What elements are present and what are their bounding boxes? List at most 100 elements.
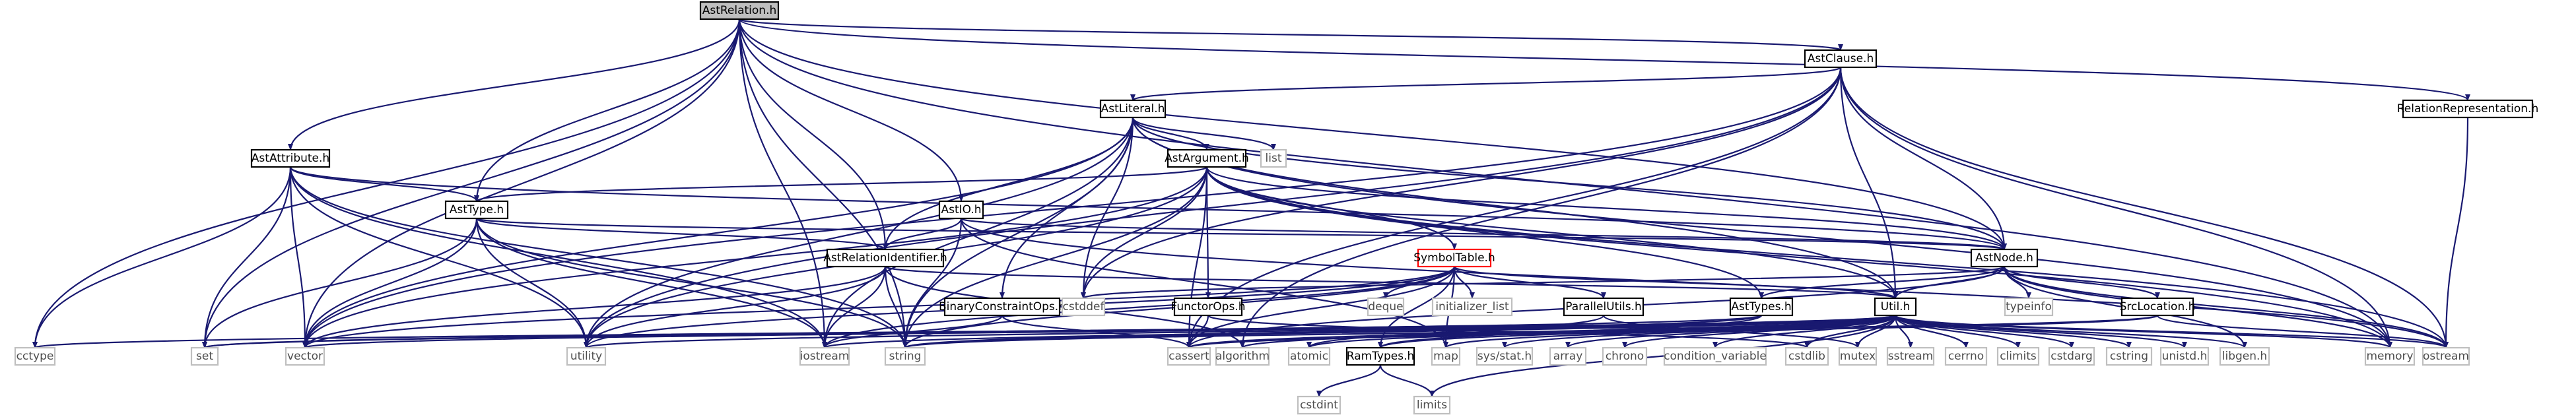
edge-util-h-to-chrono [1622, 314, 1897, 349]
node-box-util-h [1874, 297, 1917, 317]
node-label-libgen-h: libgen.h [2222, 350, 2267, 363]
node-parallelutils-h[interactable]: ParallelUtils.h [1563, 297, 1644, 317]
edge-astliteral-h-to-astargument-h [1132, 117, 1209, 150]
node-srclocation-h[interactable]: SrcLocation.h [2120, 297, 2196, 317]
node-box-vector [285, 346, 325, 366]
node-box-astargument-h [1167, 148, 1247, 168]
node-box-cstdint [1297, 395, 1341, 415]
node-astclause-h[interactable]: AstClause.h [1804, 49, 1878, 69]
node-sys-stat-h: sys/stat.h [1475, 346, 1534, 366]
node-box-chrono [1602, 346, 1648, 366]
node-label-cstring: cstring [2110, 350, 2148, 363]
node-box-astclause-h [1804, 49, 1878, 69]
node-box-deque [1367, 297, 1405, 317]
node-symboltable-h[interactable]: SymbolTable.h [1413, 248, 1495, 268]
edge-asttype-h-to-astnode-h [475, 217, 2007, 251]
edge-astclause-h-to-utility [584, 67, 1842, 348]
node-cstddef: cstddef [1061, 297, 1106, 317]
node-list: list [1260, 148, 1287, 168]
node-label-astattribute-h: AstAttribute.h [252, 152, 329, 165]
node-functorops-h[interactable]: FunctorOps.h [1170, 297, 1246, 317]
node-label-condition-variable: condition_variable [1664, 350, 1767, 363]
node-box-utility [566, 346, 607, 366]
node-util-h[interactable]: Util.h [1874, 297, 1917, 317]
node-astargument-h[interactable]: AstArgument.h [1165, 148, 1249, 168]
node-box-libgen-h [2219, 346, 2270, 366]
node-label-relationrepresentation-h: RelationRepresentation.h [2397, 102, 2539, 115]
edge-util-h-to-condition-variable [1712, 315, 1897, 348]
edge-astrelation-h-to-astio-h [738, 18, 964, 202]
node-astrelationidentifier-h[interactable]: AstRelationIdentifier.h [823, 248, 947, 268]
node-cstring: cstring [2105, 346, 2153, 366]
node-label-algorithm: algorithm [1215, 350, 1270, 363]
node-chrono: chrono [1602, 346, 1648, 366]
edge-symboltable-h-to-parallelutils-h [1453, 266, 1606, 299]
node-label-util-h: Util.h [1881, 300, 1911, 313]
node-box-list [1260, 148, 1287, 168]
edge-astargument-h-to-memory [1205, 166, 2392, 348]
node-cerrno: cerrno [1944, 346, 1988, 366]
edge-asttype-h-to-utility [475, 218, 589, 348]
edge-astattribute-h-to-utility [289, 166, 589, 348]
node-label-cassert: cassert [1169, 350, 1209, 363]
node-astio-h[interactable]: AstIO.h [938, 200, 984, 220]
edge-astattribute-h-to-vector [289, 166, 308, 348]
node-label-limits: limits [1417, 399, 1447, 412]
node-asttypes-h[interactable]: AstTypes.h [1729, 297, 1794, 317]
node-box-atomic [1287, 346, 1331, 366]
node-relationrepresentation-h[interactable]: RelationRepresentation.h [2397, 99, 2539, 119]
edge-util-h-to-atomic [1306, 314, 1897, 349]
node-box-astrelation-h [699, 1, 780, 20]
edge-util-h-to-ostream [1894, 314, 2449, 349]
node-box-asttypes-h [1729, 297, 1794, 317]
edge-astliteral-h-to-string [902, 117, 1134, 348]
node-label-astclause-h: AstClause.h [1808, 52, 1874, 65]
edge-srclocation-h-to-string [902, 314, 2159, 349]
node-label-sys-stat-h: sys/stat.h [1477, 350, 1532, 363]
node-utility: utility [566, 346, 607, 366]
node-astnode-h[interactable]: AstNode.h [1970, 248, 2039, 268]
edge-asttype-h-to-string [475, 218, 908, 348]
node-box-sys-stat-h [1475, 346, 1534, 366]
node-astliteral-h[interactable]: AstLiteral.h [1099, 99, 1167, 119]
node-box-srclocation-h [2120, 297, 2194, 317]
edge-astattribute-h-to-set [202, 166, 292, 348]
node-box-cstring [2105, 346, 2153, 366]
edge-util-h-to-climits [1894, 315, 2021, 348]
node-label-binaryconstraintops-h: BinaryConstraintOps.h [939, 300, 1066, 313]
node-cstdint: cstdint [1297, 395, 1341, 415]
edge-astnode-h-to-cstddef [1081, 265, 2006, 300]
node-label-vector: vector [287, 350, 323, 363]
edge-astrelation-h-to-asttype-h [474, 18, 741, 202]
node-label-memory: memory [2366, 350, 2413, 363]
node-astattribute-h[interactable]: AstAttribute.h [250, 148, 331, 168]
edge-astattribute-h-to-cctype [32, 166, 292, 348]
node-array: array [1549, 346, 1587, 366]
node-set: set [190, 346, 219, 366]
node-label-sstream: sstream [1888, 350, 1933, 363]
node-binaryconstraintops-h[interactable]: BinaryConstraintOps.h [939, 297, 1066, 317]
node-label-cctype: cctype [17, 350, 54, 363]
edge-astliteral-h-to-astnode-h [1132, 117, 2007, 250]
edge-astrelation-h-to-iostream [738, 18, 827, 348]
node-box-cstddef [1061, 297, 1106, 317]
edge-asttype-h-to-astrelationidentifier-h [475, 217, 888, 251]
node-box-condition-variable [1663, 346, 1767, 366]
edge-layer [32, 18, 2470, 397]
node-label-ostream: ostream [2423, 350, 2469, 363]
node-ramtypes-h[interactable]: RamTypes.h [1345, 346, 1415, 366]
node-label-string: string [889, 350, 922, 363]
edge-symboltable-h-to-vector [302, 266, 1456, 348]
node-box-asttype-h [444, 200, 509, 220]
node-label-iostream: iostream [800, 350, 850, 363]
edge-astclause-h-to-ostream [1839, 67, 2449, 348]
edge-astargument-h-to-util-h [1205, 166, 1898, 299]
node-box-memory [2364, 346, 2416, 366]
edge-astclause-h-to-memory [1839, 67, 2392, 348]
edge-ramtypes-h-to-limits [1379, 364, 1435, 397]
node-asttype-h[interactable]: AstType.h [444, 200, 509, 220]
node-box-functorops-h [1173, 297, 1243, 317]
node-climits: climits [1996, 346, 2040, 366]
node-label-cstdarg: cstdarg [2051, 350, 2093, 363]
